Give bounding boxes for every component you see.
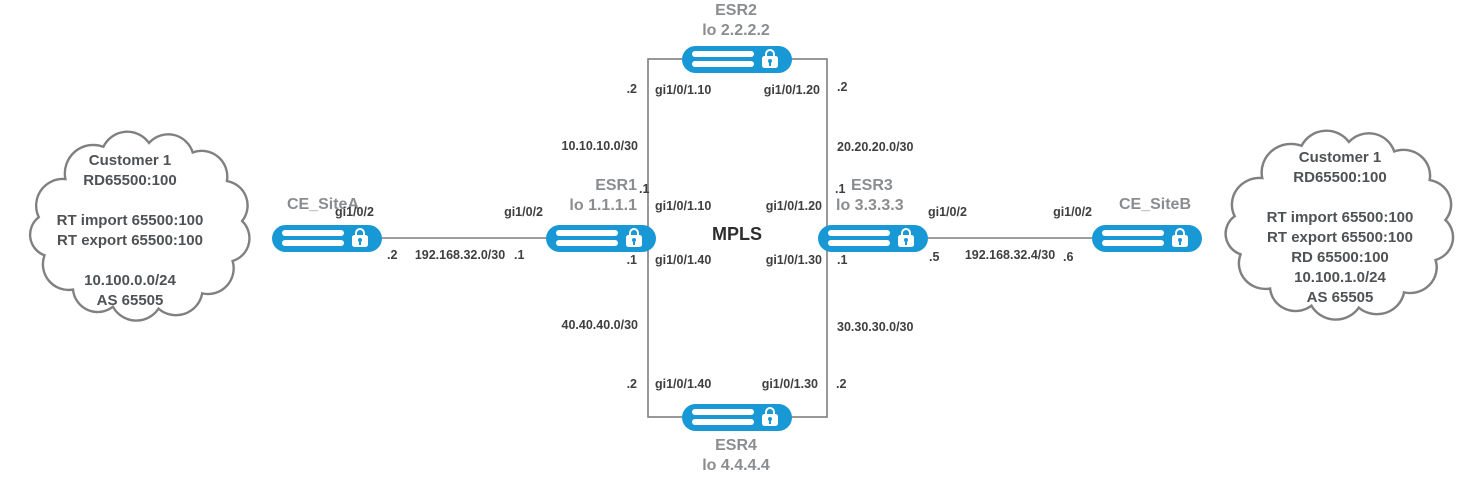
if-esr3-gi102: gi1/0/2 <box>928 205 967 219</box>
ip-esr4-side-right: .2 <box>836 377 847 391</box>
cloud-left-line <box>10 191 250 211</box>
label-esr1-loopback: lo 1.1.1.1 <box>569 197 637 214</box>
ip-esr2-side-right: .2 <box>837 80 848 94</box>
lock-icon <box>352 228 368 248</box>
if-ceb-gi102: gi1/0/2 <box>1053 205 1092 219</box>
router-bar <box>282 240 344 246</box>
subnet-esr3-ceb: 192.168.32.4/30 <box>964 248 1056 262</box>
lock-icon <box>762 49 778 69</box>
cloud-right-line: RT import 65500:100 <box>1266 209 1414 226</box>
cloud-right-text: Customer 1 RD65500:100 RT import 65500:1… <box>1217 148 1463 308</box>
cloud-right-line: RD 65500:100 <box>1291 249 1389 266</box>
ip-cea-host: .2 <box>387 248 398 262</box>
label-esr3-loopback: lo 3.3.3.3 <box>836 197 904 214</box>
if-esr1-gi102: gi1/0/2 <box>504 205 543 219</box>
cloud-right-line: RD65500:100 <box>1293 169 1387 186</box>
router-bar <box>282 230 344 236</box>
router-bar <box>556 240 618 246</box>
cloud-right-line: AS 65505 <box>1306 289 1374 306</box>
if-esr2-gi10120: gi1/0/1.20 <box>763 83 820 97</box>
ip-esr3-side-top: .1 <box>835 182 846 196</box>
ip-esr1-host: .1 <box>514 248 525 262</box>
cloud-right-line <box>1217 188 1463 208</box>
ip-esr3-host5: .5 <box>929 250 940 264</box>
subnet-cea-esr1: 192.168.32.0/30 <box>414 248 506 262</box>
router-bar <box>692 51 754 57</box>
label-ce-siteb: CE_SiteB <box>1118 196 1192 213</box>
cloud-left-line: 10.100.0.0/24 <box>84 272 176 289</box>
router-esr4 <box>682 404 792 431</box>
subnet-esr1-esr2: 10.10.10.0/30 <box>561 139 638 153</box>
router-bar <box>828 240 890 246</box>
ip-esr3-side-bottom: .1 <box>837 253 848 267</box>
if-esr4-gi10140: gi1/0/1.40 <box>655 377 712 391</box>
if-cea-gi102: gi1/0/2 <box>335 205 374 219</box>
cloud-left-line: RD65500:100 <box>83 172 177 189</box>
if-esr2-gi10110: gi1/0/1.10 <box>655 83 712 97</box>
router-bar <box>1102 240 1164 246</box>
subnet-esr1-esr4: 40.40.40.0/30 <box>561 318 638 332</box>
router-bar <box>556 230 618 236</box>
label-ce-sitea: CE_SiteA <box>286 196 360 213</box>
lock-icon <box>898 228 914 248</box>
router-esr3 <box>818 225 928 252</box>
router-esr1 <box>546 225 656 252</box>
ip-esr2-side-left: .2 <box>626 82 637 96</box>
subnet-esr2-esr3: 20.20.20.0/30 <box>837 140 914 154</box>
label-esr1: ESR1 <box>595 177 637 194</box>
cloud-left-line: RT import 65500:100 <box>56 212 204 229</box>
cloud-left-text: Customer 1 RD65500:100 RT import 65500:1… <box>10 151 250 311</box>
cloud-right-line: RT export 65500:100 <box>1267 229 1413 246</box>
label-esr4: ESR4 <box>715 437 757 454</box>
ip-esr1-side-bottom: .1 <box>626 253 637 267</box>
subnet-esr4-esr3: 30.30.30.0/30 <box>837 320 914 334</box>
router-bar <box>692 409 754 415</box>
cloud-left-line: AS 65505 <box>96 292 164 309</box>
if-esr1-gi10140: gi1/0/1.40 <box>655 253 712 267</box>
cloud-right-line: 10.100.1.0/24 <box>1294 269 1386 286</box>
router-ce-sitea <box>272 225 382 252</box>
ip-ceb-host6: .6 <box>1063 250 1074 264</box>
label-mpls-core: MPLS <box>711 224 762 244</box>
cloud-right-line: Customer 1 <box>1298 149 1382 166</box>
ip-esr1-side-top: .1 <box>639 182 650 196</box>
lock-icon <box>626 228 642 248</box>
if-esr4-gi10130: gi1/0/1.30 <box>761 377 818 391</box>
router-ce-siteb <box>1092 225 1202 252</box>
lock-icon <box>762 407 778 427</box>
label-esr4-loopback: lo 4.4.4.4 <box>702 457 770 474</box>
cloud-left-line <box>10 251 250 271</box>
router-bar <box>1102 230 1164 236</box>
cloud-left-line: Customer 1 <box>88 152 172 169</box>
label-esr2-loopback: lo 2.2.2.2 <box>702 22 770 39</box>
router-bar <box>828 230 890 236</box>
lock-icon <box>1172 228 1188 248</box>
router-bar <box>692 61 754 67</box>
if-esr3-gi10120: gi1/0/1.20 <box>765 199 822 213</box>
if-esr1-gi10110: gi1/0/1.10 <box>655 199 712 213</box>
router-esr2 <box>682 46 792 73</box>
ip-esr4-side-left: .2 <box>626 377 637 391</box>
cloud-left-line: RT export 65500:100 <box>57 232 203 249</box>
label-esr2: ESR2 <box>715 2 757 19</box>
label-esr3: ESR3 <box>851 177 893 194</box>
if-esr3-gi10130: gi1/0/1.30 <box>765 253 822 267</box>
router-bar <box>692 419 754 425</box>
